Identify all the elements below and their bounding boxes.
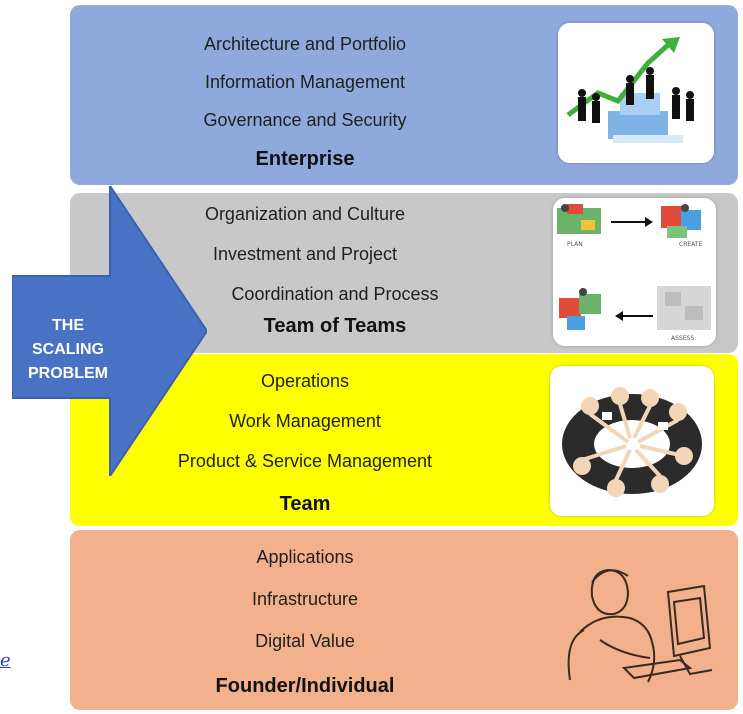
enterprise-title: Enterprise bbox=[255, 148, 355, 170]
arrow-line-1: THE bbox=[52, 317, 84, 334]
team-of-teams-title: Team of Teams bbox=[263, 315, 407, 337]
team-of-teams-item-1: Organization and Culture bbox=[204, 204, 406, 224]
person-at-computer-icon bbox=[540, 540, 720, 700]
team-item-2: Work Management bbox=[229, 411, 381, 431]
business-growth-icon bbox=[558, 23, 714, 163]
layer-team-of-teams: Organization and Culture Investment and … bbox=[70, 193, 738, 353]
team-item-3: Product & Service Management bbox=[177, 451, 433, 471]
arrow-line-3: PROBLEM bbox=[28, 365, 108, 382]
founder-item-2: Infrastructure bbox=[251, 589, 359, 609]
partial-link[interactable]: e bbox=[0, 650, 11, 671]
founder-item-1: Applications bbox=[256, 547, 354, 567]
layer-enterprise: Architecture and Portfolio Information M… bbox=[70, 5, 738, 185]
enterprise-item-1: Architecture and Portfolio bbox=[203, 34, 407, 54]
plan-label: PLAN bbox=[567, 241, 583, 248]
team-item-1: Operations bbox=[260, 371, 350, 391]
enterprise-item-2: Information Management bbox=[204, 72, 406, 92]
arrow-line-2: SCALING bbox=[32, 341, 104, 358]
team-of-teams-item-2: Investment and Project bbox=[212, 244, 398, 264]
founder-title: Founder/Individual bbox=[215, 675, 395, 697]
scaling-problem-arrow: THE SCALING PROBLEM bbox=[12, 186, 207, 476]
layer-team: Operations Work Management Product & Ser… bbox=[70, 354, 738, 526]
team-huddle-icon bbox=[550, 366, 714, 516]
scaling-problem-label: THE SCALING PROBLEM bbox=[18, 314, 118, 386]
create-label: CREATE bbox=[679, 241, 702, 248]
team-of-teams-item-3: Coordination and Process bbox=[231, 284, 439, 304]
puzzle-cycle-icon: PLAN CREATE ASSESS bbox=[553, 198, 716, 346]
founder-item-3: Digital Value bbox=[255, 631, 355, 651]
enterprise-item-3: Governance and Security bbox=[203, 110, 407, 130]
layer-founder: Applications Infrastructure Digital Valu… bbox=[70, 530, 738, 710]
assess-label: ASSESS bbox=[671, 335, 694, 342]
team-title: Team bbox=[279, 493, 331, 515]
